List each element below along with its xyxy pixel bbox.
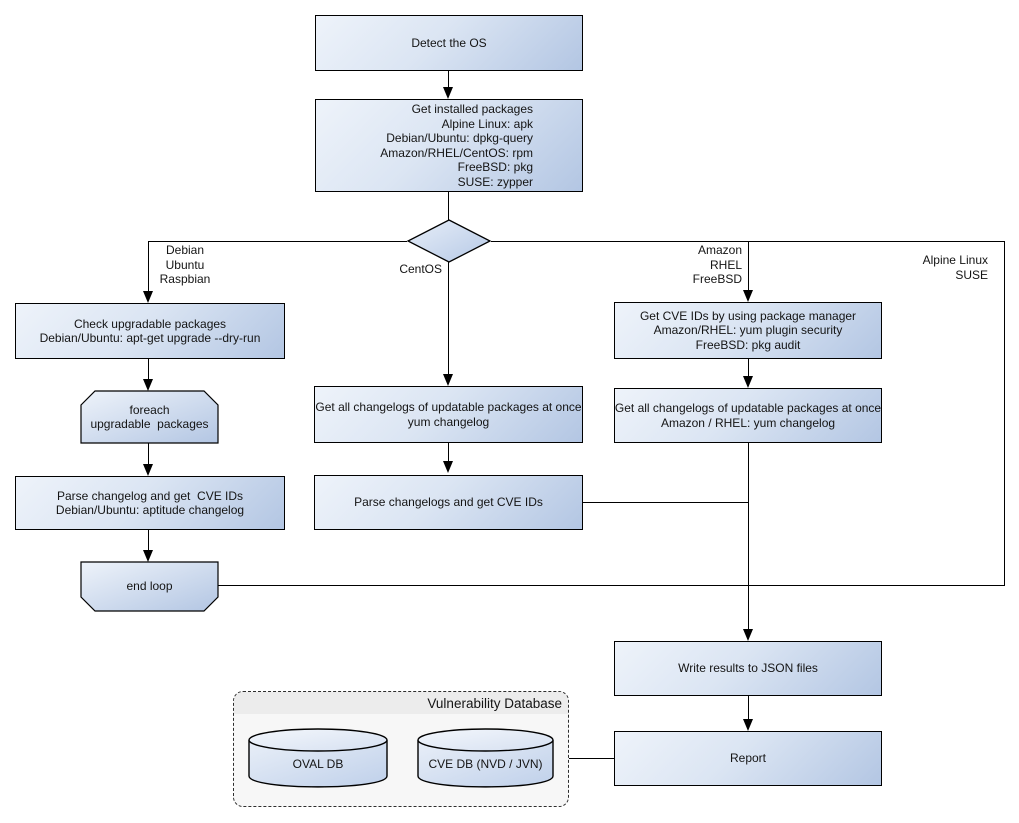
arrowhead-cveids-pkg-manager xyxy=(743,290,753,302)
branch-label-line: FreeBSD xyxy=(692,272,742,286)
node-line: yum changelog xyxy=(407,414,490,429)
node-line: foreach xyxy=(129,402,170,417)
node-line: Amazon / RHEL: yum changelog xyxy=(660,415,836,430)
node-get-installed-packages: Get installed packages Alpine Linux: apk… xyxy=(315,99,583,192)
oval-db-label: OVAL DB xyxy=(248,749,388,779)
branch-label-line: CentOS xyxy=(399,262,442,276)
branch-label-line: Ubuntu xyxy=(165,257,205,272)
branch-label-line: Debian xyxy=(165,243,205,257)
connector-cveids-to-changelogs-amazon xyxy=(748,359,749,376)
node-parse-changelog-deb: Parse changelog and get CVE IDs Debian/U… xyxy=(15,476,285,530)
arrowhead-changelogs-centos xyxy=(443,374,453,386)
node-line: upgradable packages xyxy=(90,417,209,431)
node-line: Debian/Ubuntu: dpkg-query xyxy=(386,131,533,145)
branch-label-line: Raspbian xyxy=(159,272,211,286)
oval-db-cylinder xyxy=(248,728,388,788)
node-check-upgradable: Check upgradable packages Debian/Ubuntu:… xyxy=(15,303,285,359)
cve-db-cylinder xyxy=(417,728,554,788)
branch-label-centos: CentOS xyxy=(390,262,442,277)
node-label: Report xyxy=(729,751,767,766)
node-line: Get all changelogs of updatable packages… xyxy=(614,401,882,415)
node-line: Debian/Ubuntu: apt-get upgrade --dry-run xyxy=(39,331,261,345)
node-line: Alpine Linux: apk xyxy=(441,116,533,131)
node-label: Detect the OS xyxy=(411,35,487,50)
branch-label-debian: Debian Ubuntu Raspbian xyxy=(150,243,220,287)
node-parse-changelogs-centos: Parse changelogs and get CVE IDs xyxy=(314,475,583,530)
node-get-changelogs-centos: Get all changelogs of updatable packages… xyxy=(314,386,583,443)
arrowhead-parse-centos xyxy=(443,461,453,473)
connector-amazon-branch-down xyxy=(748,241,749,290)
end-loop-shape xyxy=(80,561,219,612)
node-line: Parse changelog and get CVE IDs xyxy=(56,488,244,503)
arrowhead-write-results xyxy=(743,629,753,641)
branch-label-line: Alpine Linux xyxy=(922,253,988,267)
node-line: Get all changelogs of updatable packages… xyxy=(315,400,582,414)
branch-label-line: SUSE xyxy=(955,267,988,282)
connector-vdb-to-report xyxy=(569,758,614,759)
branch-label-amazon: Amazon RHEL FreeBSD xyxy=(670,243,742,287)
arrowhead-endloop xyxy=(143,550,153,562)
node-get-cve-ids-pkg-manager: Get CVE IDs by using package manager Ama… xyxy=(614,302,882,359)
node-line: FreeBSD: pkg xyxy=(457,160,533,174)
node-line: FreeBSD: pkg audit xyxy=(695,337,801,352)
connector-changelogs-to-parse-centos xyxy=(448,443,449,462)
connector-debian-branch-down xyxy=(148,241,149,291)
node-label: end loop xyxy=(126,579,173,594)
node-line: Amazon/RHEL/CentOS: rpm xyxy=(380,145,533,160)
cylinder-label: OVAL DB xyxy=(292,756,344,771)
connector-foreach-to-parse xyxy=(148,443,149,464)
arrowhead-check-upgradable xyxy=(143,291,153,303)
connector-installed-to-decision xyxy=(448,192,449,221)
node-line: SUSE: zypper xyxy=(457,174,533,189)
connector-decision-right-branch xyxy=(491,241,1004,242)
node-write-results: Write results to JSON files xyxy=(614,641,882,696)
node-line: Get CVE IDs by using package manager xyxy=(639,308,857,323)
node-line: Get installed packages xyxy=(411,102,533,116)
node-get-changelogs-amazon: Get all changelogs of updatable packages… xyxy=(614,388,882,443)
node-label: Write results to JSON files xyxy=(678,661,818,676)
os-decision-diamond xyxy=(406,219,492,263)
branch-label-line: RHEL xyxy=(709,257,742,272)
connector-check-to-foreach xyxy=(148,359,149,379)
arrowhead-report xyxy=(743,719,753,731)
node-label: Parse changelogs and get CVE IDs xyxy=(354,495,543,510)
foreach-loop-shape xyxy=(80,390,219,444)
branch-label-alpine: Alpine Linux SUSE xyxy=(906,253,988,282)
cylinder-label: CVE DB (NVD / JVN) xyxy=(428,756,543,771)
cve-db-label: CVE DB (NVD / JVN) xyxy=(417,749,554,779)
arrowhead-installed xyxy=(443,87,453,99)
vulnerability-database-title-band: Vulnerability Database xyxy=(234,692,568,714)
node-line: Check upgradable packages xyxy=(73,316,227,331)
connector-centos-branch-down xyxy=(448,261,449,374)
branch-label-line: Amazon xyxy=(697,243,742,257)
connector-decision-left-branch xyxy=(148,241,407,242)
arrowhead-parse-deb xyxy=(143,464,153,476)
connector-merge-to-write-results xyxy=(748,443,749,630)
node-line: Amazon/RHEL: yum plugin security xyxy=(653,323,843,338)
connector-parse-centos-to-merge xyxy=(583,502,748,503)
end-loop-text: end loop xyxy=(80,561,219,612)
arrowhead-foreach xyxy=(143,379,153,391)
connector-alpine-branch-down xyxy=(1004,241,1005,586)
node-line: Debian/Ubuntu: aptitude changelog xyxy=(55,503,245,517)
connector-parse-to-endloop xyxy=(148,530,149,550)
connector-endloop-to-merge xyxy=(217,585,1005,586)
node-report: Report xyxy=(614,731,882,786)
connector-detect-to-installed xyxy=(448,71,449,88)
arrowhead-changelogs-amazon xyxy=(743,376,753,388)
foreach-loop-text: foreach upgradable packages xyxy=(80,390,219,444)
node-detect-os: Detect the OS xyxy=(315,15,583,71)
connector-write-to-report xyxy=(748,696,749,719)
vulnerability-database-title: Vulnerability Database xyxy=(427,695,562,711)
